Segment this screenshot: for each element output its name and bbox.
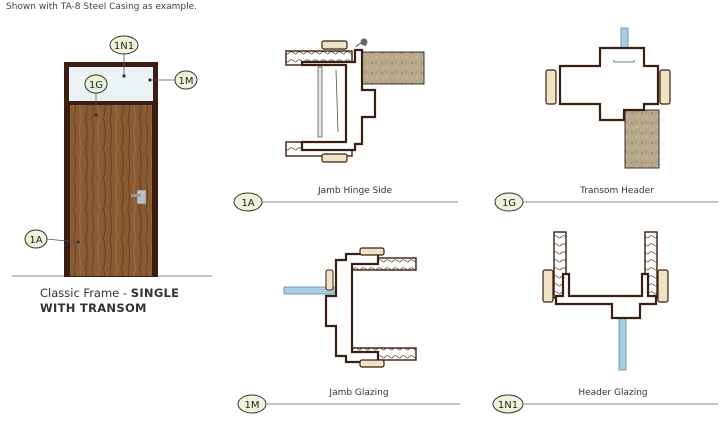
svg-text:1N1: 1N1 [498, 400, 518, 411]
header-glazing-frame-profile [554, 272, 658, 320]
anchor-clip [321, 40, 348, 50]
detail-label-jamb-hinge-side: Jamb Hinge Side [317, 186, 393, 196]
tag-mullion[interactable]: 1M [174, 70, 198, 90]
door-lever-handle [131, 194, 141, 197]
door-caption-prefix: Classic Frame - [40, 286, 131, 300]
wall-section [361, 51, 425, 85]
header-note: Shown with TA-8 Steel Casing as example. [6, 2, 198, 12]
detail-tag-1N1[interactable]: 1N1 [492, 394, 718, 414]
transom-frame-profile [558, 46, 660, 122]
detail-label-header-glazing: Header Glazing [578, 388, 648, 398]
steel-frame-profile [300, 48, 377, 152]
svg-text:1M: 1M [179, 76, 194, 87]
door-caption-bold-2: WITH TRANSOM [40, 301, 147, 315]
tag-jamb[interactable]: 1A [24, 229, 48, 249]
glazing-section [283, 286, 335, 295]
door-caption-bold-1: SINGLE [130, 286, 180, 300]
detail-tag-1M[interactable]: 1M [237, 394, 460, 414]
svg-text:1N1: 1N1 [114, 41, 134, 52]
door-elevation: 1N1 1G 1M 1A [12, 35, 212, 277]
detail-jamb-hinge-side [285, 38, 425, 163]
header-wall-section [624, 109, 660, 169]
detail-label-jamb-glazing: Jamb Glazing [329, 388, 389, 398]
svg-text:1M: 1M [245, 400, 260, 411]
detail-tag-1A[interactable]: 1A [233, 192, 458, 212]
detail-header-glazing [542, 231, 669, 371]
door-caption: Classic Frame - SINGLE WITH TRANSOM [40, 286, 179, 316]
detail-jamb-glazing [283, 247, 417, 368]
tag-glazing[interactable]: 1G [84, 74, 108, 94]
svg-text:1G: 1G [502, 198, 516, 209]
svg-text:1G: 1G [89, 80, 103, 91]
detail-tag-1G[interactable]: 1G [494, 192, 718, 212]
detail-transom-header [545, 27, 671, 169]
transom-glass [69, 67, 153, 101]
svg-text:1A: 1A [29, 235, 42, 246]
detail-label-transom-header: Transom Header [580, 186, 654, 196]
door-edge [317, 66, 323, 138]
svg-text:1A: 1A [241, 198, 254, 209]
tag-transom[interactable]: 1N1 [109, 35, 139, 55]
